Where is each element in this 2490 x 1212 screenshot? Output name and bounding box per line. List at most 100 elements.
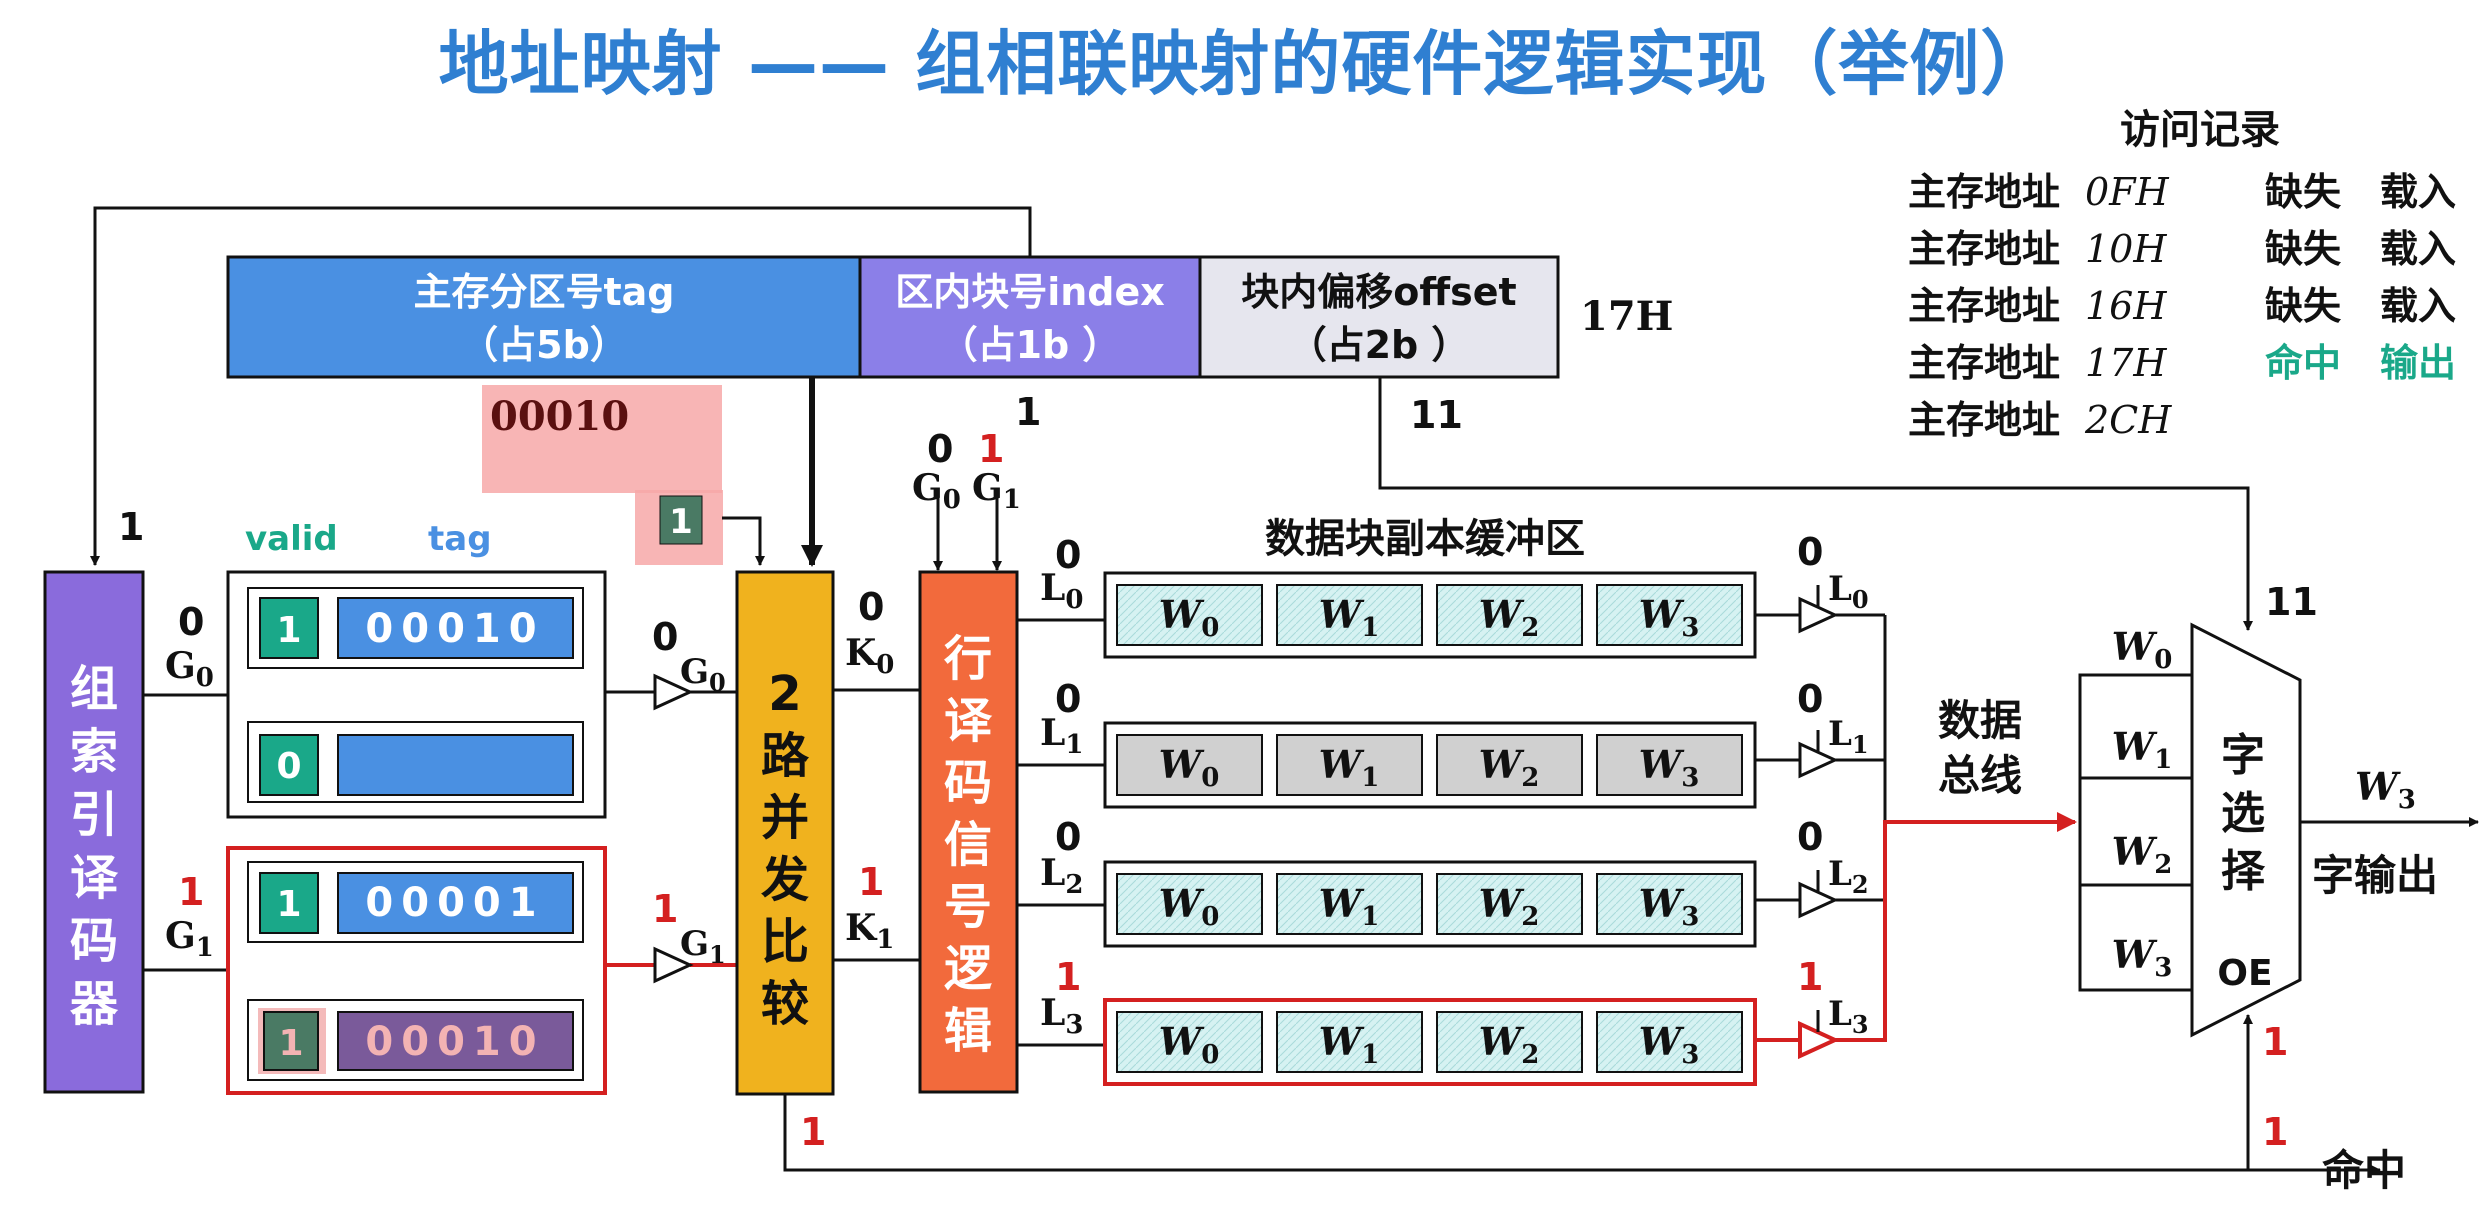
comparator-label-chars: 2 路 并 发 比 较 [761, 666, 810, 1032]
record-row-hex: 10H [2085, 227, 2167, 271]
g1-value: 1 [178, 870, 204, 914]
svg-text:L3: L3 [1040, 992, 1083, 1040]
page-title: 地址映射 —— 组相联映射的硬件逻辑实现（举例） [438, 23, 2052, 105]
access-record-title: 访问记录 [2120, 107, 2280, 153]
row-decoder-char: 行 [944, 631, 992, 687]
decoder-label-chars: 组 索 引 译 码 器 [70, 661, 119, 1032]
row-decoder-char: 号 [944, 879, 992, 935]
word-select-mux [2190, 622, 2302, 1038]
line-out-value: 1 [1797, 955, 1823, 999]
data-line-2-words: W0 W1 W2 W3 [1116, 873, 1743, 935]
tag-value: 00010 [490, 393, 629, 440]
comparator-char: 发 [761, 852, 809, 908]
record-row-action: 输出 [2380, 341, 2456, 385]
compare-bit: 1 [669, 502, 693, 542]
decoder-char: 译 [70, 850, 119, 906]
comparator-char: 并 [761, 790, 809, 846]
svg-text:W3: W3 [2355, 764, 2416, 815]
valid-bit: 1 [276, 610, 301, 651]
record-row-addr: 主存地址 [1908, 284, 2060, 328]
word-sel-value: 11 [2265, 580, 2318, 624]
record-row-result: 缺失 [2265, 170, 2342, 214]
record-row-addr: 主存地址 [1908, 170, 2060, 214]
word-select-label-chars: 字 选 择 [2221, 730, 2266, 897]
record-row-action: 载入 [2380, 227, 2456, 271]
record-row-result: 缺失 [2265, 227, 2342, 271]
svg-text:L2: L2 [1828, 854, 1869, 899]
tag-value-highlight [482, 385, 722, 493]
row-decoder-char: 码 [944, 755, 992, 811]
hit-value: 1 [2262, 1110, 2288, 1154]
decoder-char: 索 [70, 724, 118, 780]
tag-value-cell: 00010 [365, 606, 544, 652]
row-decoder-label-chars: 行 译 码 信 号 逻 辑 [944, 631, 993, 1059]
rd-g1-value: 1 [978, 427, 1004, 471]
record-row-hex: 17H [2085, 341, 2167, 385]
svg-text:W0: W0 [1159, 592, 1220, 643]
record-row-result: 命中 [2265, 341, 2341, 385]
tag-header: tag [428, 519, 492, 559]
svg-text:W2: W2 [2112, 829, 2173, 880]
svg-text:G1: G1 [680, 924, 726, 969]
g1-gate-value: 1 [652, 887, 678, 931]
hit-bit: 1 [800, 1110, 826, 1154]
tag-field-size: （占5b） [460, 323, 628, 367]
valid-bit: 0 [276, 746, 301, 787]
oe-label: OE [2217, 953, 2272, 994]
svg-text:G0: G0 [912, 467, 961, 515]
index-field-size: （占1b ） [940, 323, 1121, 367]
record-row-addr: 主存地址 [1908, 227, 2060, 271]
line-in-value: 0 [1055, 533, 1081, 577]
offset-field [1198, 255, 1560, 379]
row-decoder-logic [918, 570, 1019, 1094]
line-in-value: 0 [1055, 677, 1081, 721]
data-line-0-words: W0 W1 W2 W3 [1116, 584, 1743, 646]
tag-field-label: 主存分区号tag [413, 270, 674, 314]
comparator-char: 路 [761, 728, 810, 784]
row-decoder-char: 逻 [944, 941, 992, 997]
line-in-value: 1 [1055, 955, 1081, 999]
decoder-char: 组 [70, 661, 118, 717]
g0-gate-value: 0 [652, 615, 678, 659]
svg-text:L0: L0 [1828, 569, 1869, 614]
record-row-addr: 主存地址 [1908, 341, 2060, 385]
word-select-char: 择 [2221, 846, 2266, 897]
oe-value: 1 [2262, 1020, 2288, 1064]
comparator-char: 比 [761, 914, 809, 970]
svg-text:L1: L1 [1828, 714, 1869, 759]
svg-text:K1: K1 [845, 907, 894, 955]
svg-text:W0: W0 [1159, 881, 1220, 932]
set-index-decoder [43, 570, 145, 1094]
tag-value-cell: 00010 [365, 1019, 544, 1065]
svg-text:W1: W1 [2112, 724, 2173, 775]
tag-field [226, 255, 862, 379]
address-value: 17H [1580, 293, 1673, 340]
svg-text:W1: W1 [1319, 881, 1380, 932]
svg-text:L3: L3 [1828, 994, 1869, 1039]
data-line-1-words: W0 W1 W2 W3 [1116, 734, 1743, 796]
two-way-comparator [735, 570, 835, 1096]
offset-field-label: 块内偏移offset [1241, 270, 1516, 314]
offset-field-size: （占2b ） [1289, 323, 1470, 367]
valid-header: valid [245, 519, 338, 559]
row-decoder-char: 信 [944, 817, 992, 873]
hit-label: 命中 [2322, 1146, 2406, 1195]
record-row-action: 载入 [2380, 170, 2456, 214]
record-row-addr: 主存地址 [1908, 398, 2060, 442]
g0-label: G0 [165, 645, 214, 693]
index-value: 1 [1015, 390, 1041, 434]
decoder-input-bit: 1 [118, 505, 144, 549]
data-line-3-words: W0 W1 W2 W3 [1116, 1011, 1743, 1073]
g0-value: 0 [178, 600, 204, 644]
record-row-hex: 0FH [2085, 170, 2170, 214]
rd-g0-value: 0 [927, 427, 953, 471]
svg-text:W3: W3 [2112, 932, 2173, 983]
line-in-value: 0 [1055, 815, 1081, 859]
svg-text:L2: L2 [1040, 852, 1083, 900]
access-record-rows: 主存地址 0FH 缺失 载入 主存地址 10H 缺失 载入 主存地址 16H 缺… [1908, 170, 2456, 442]
svg-text:K0: K0 [845, 632, 894, 680]
word-select-char: 选 [2221, 788, 2265, 839]
row-decoder-char: 译 [944, 693, 993, 749]
valid-bit: 1 [276, 884, 301, 925]
decoder-char: 器 [70, 976, 119, 1032]
